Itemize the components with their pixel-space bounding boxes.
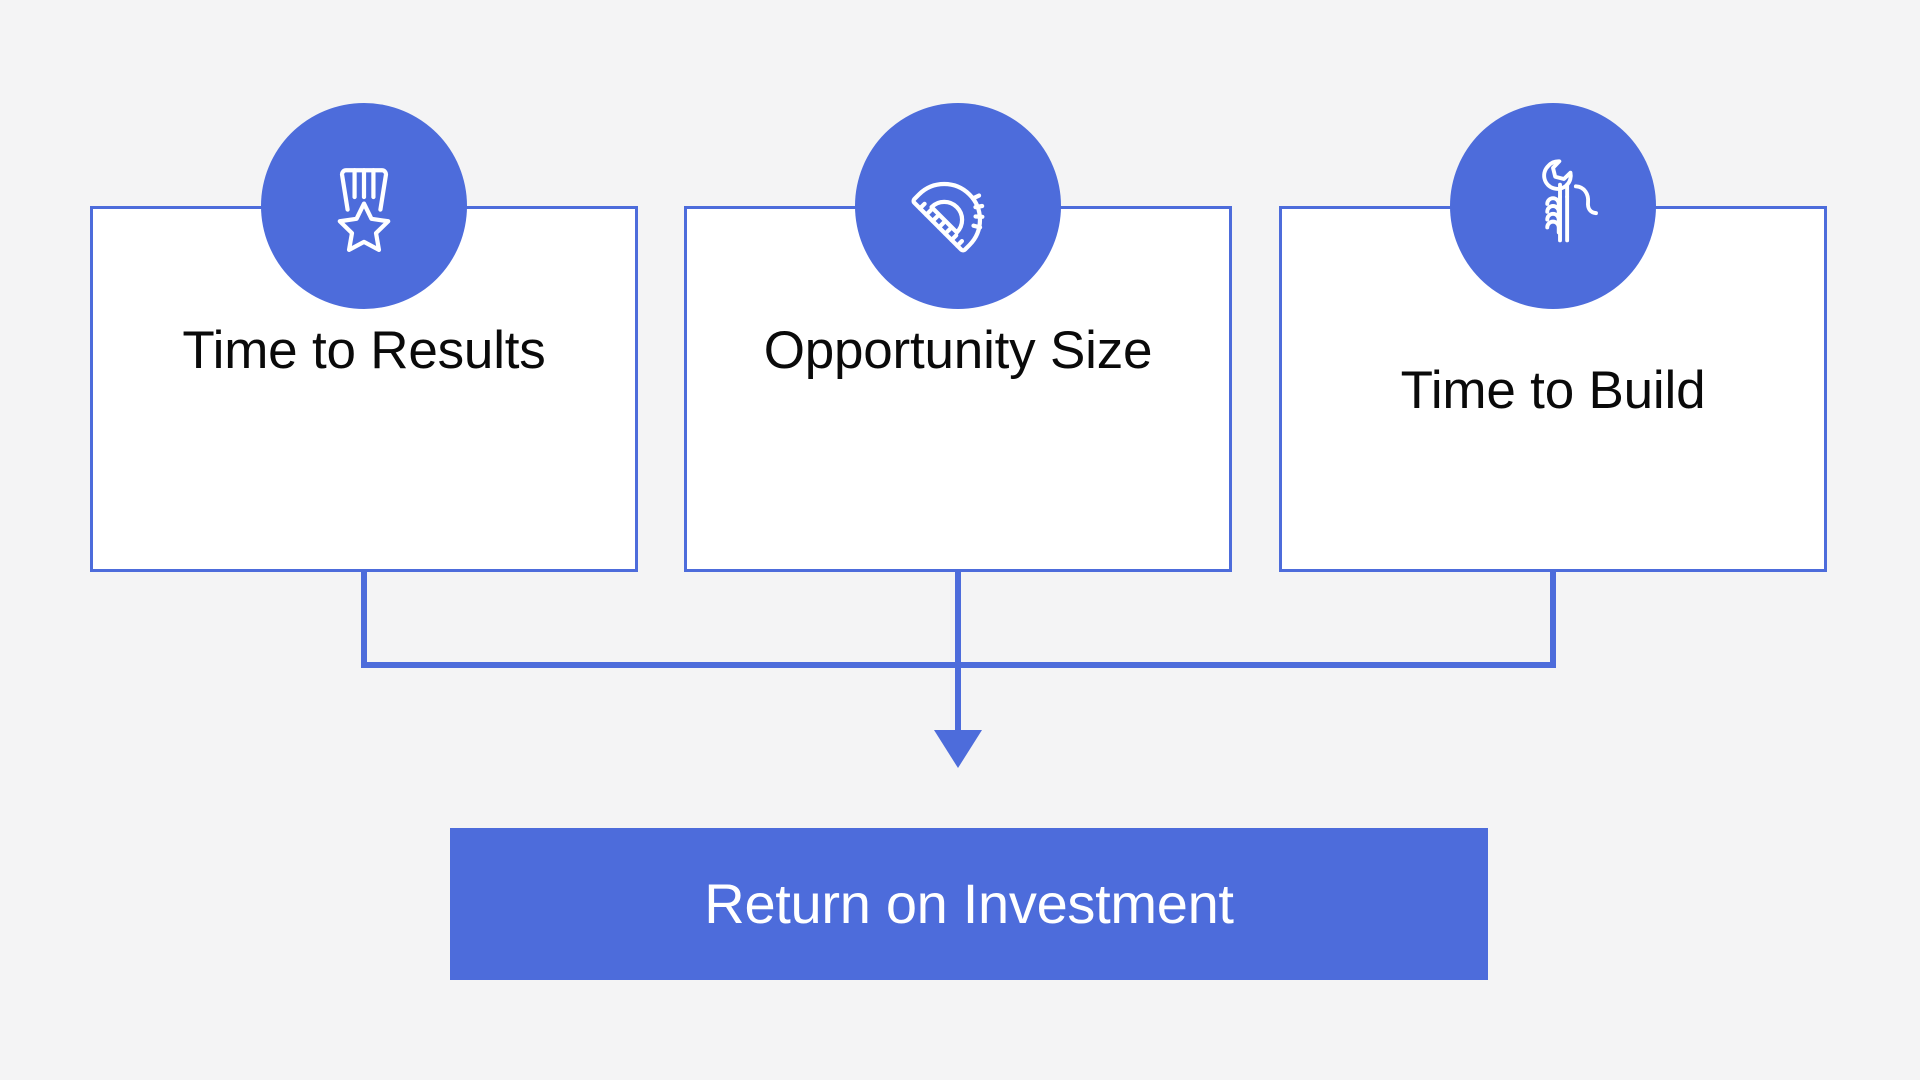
factor-icon-bubble-time-to-build [1450,103,1656,309]
factor-card-time-to-build[interactable]: Time to Build [1279,206,1827,572]
factor-card-label: Opportunity Size [763,321,1153,380]
connector-stem [955,662,961,734]
hand-wrench-icon [1501,154,1605,258]
connector-drop-left [361,569,367,668]
connector-arrowhead [934,730,982,768]
connector-drop-center [955,569,961,668]
medal-icon [312,154,416,258]
factor-card-label: Time to Results [182,321,546,380]
connector-drop-right [1550,569,1556,668]
factor-icon-bubble-opportunity-size [855,103,1061,309]
outcome-bar-return-on-investment[interactable]: Return on Investment [450,828,1488,980]
protractor-icon [906,154,1010,258]
factor-icon-bubble-time-to-results [261,103,467,309]
outcome-bar-label: Return on Investment [704,872,1234,935]
factor-card-label: Time to Build [1400,361,1706,420]
